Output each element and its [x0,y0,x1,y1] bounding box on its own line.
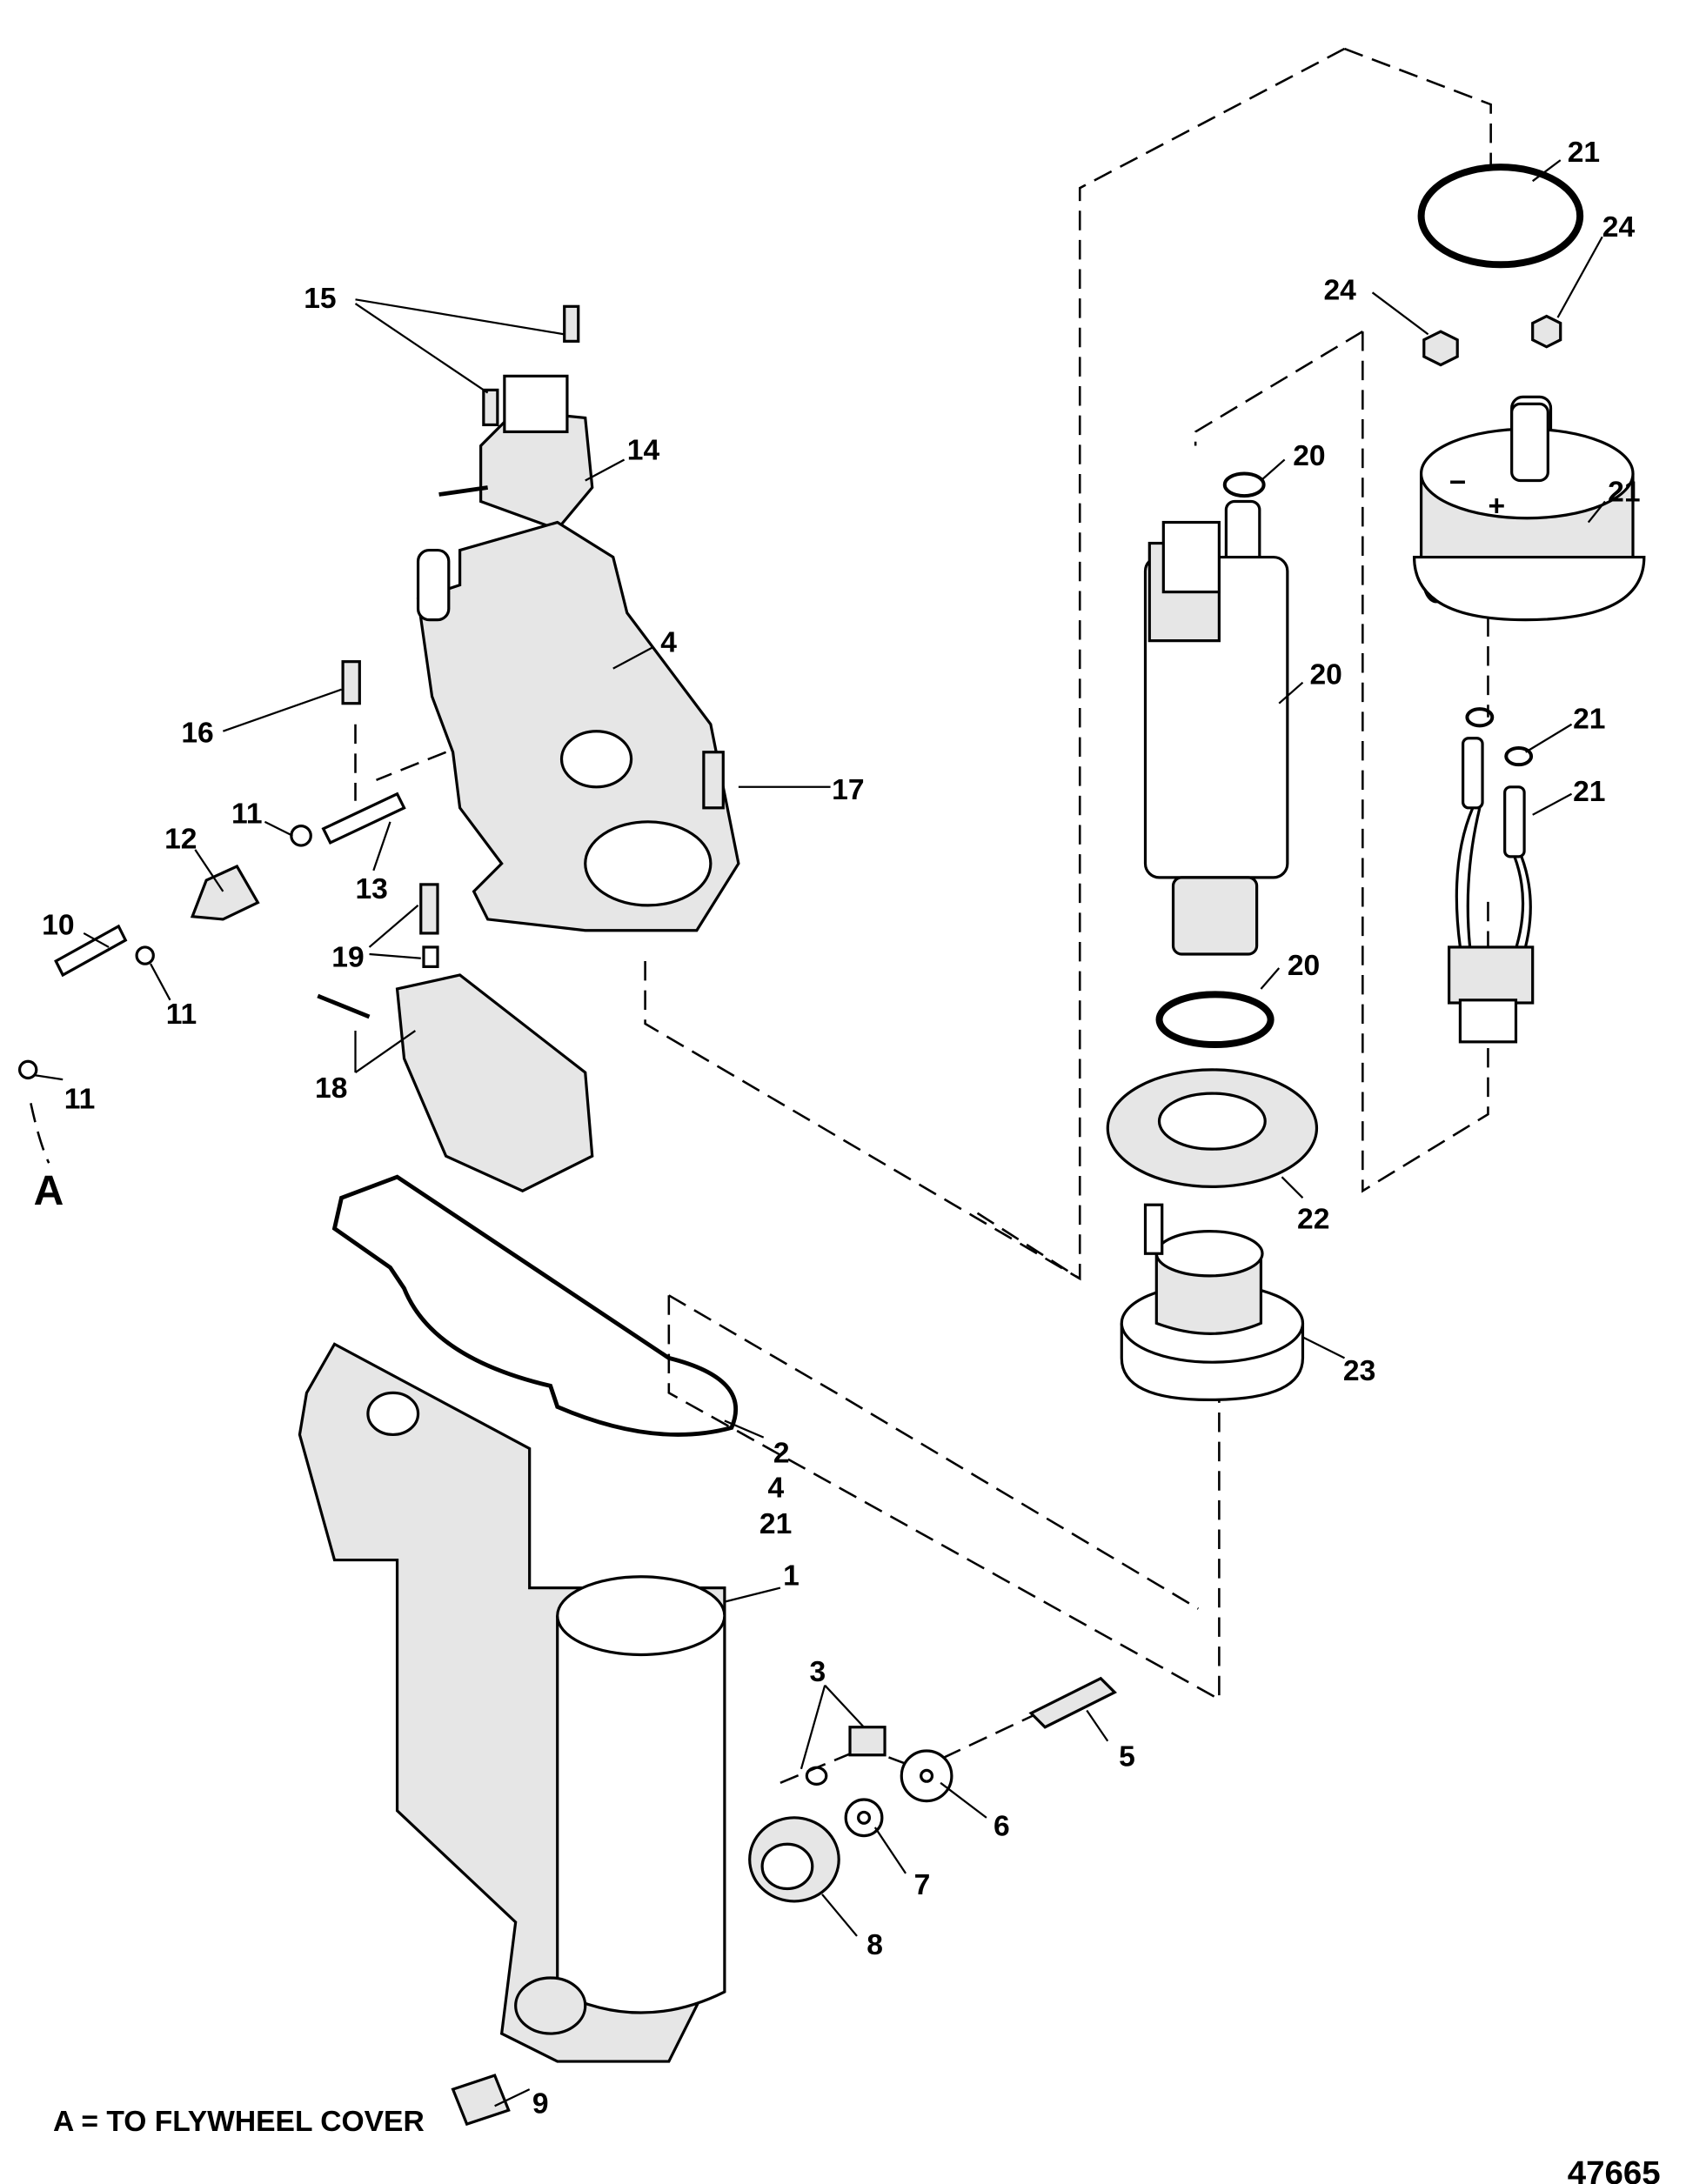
callout: 11 [166,998,197,1031]
callout: 6 [994,1811,1010,1843]
callout: 17 [832,774,864,806]
wiring-harness [1448,737,1535,1044]
screw [341,660,361,705]
callout: 7 [914,1869,931,1901]
callout: 20 [1309,658,1341,691]
callout: 23 [1343,1355,1375,1387]
footnote: A = TO FLYWHEEL COVER [53,2106,425,2138]
callout: 11 [64,1084,96,1116]
nut [1422,330,1459,367]
callout: 3 [810,1656,826,1688]
pump-sleeve [1120,1203,1305,1402]
callout: 4 [768,1473,785,1505]
callout: 2 [773,1437,790,1469]
gasket [331,1174,738,1437]
screw [702,751,725,810]
o-ring-small [1465,707,1495,728]
screw [482,388,499,427]
nut [1531,314,1562,349]
sensor-module [438,374,594,531]
callout: 12 [164,823,197,855]
o-ring-small [1504,745,1534,767]
callout: 21 [759,1508,792,1540]
callout: 19 [331,941,364,973]
mounting-hardware [451,1676,1117,2127]
callouts: 21 24 24 15 14 20 21 4 20 16 21 17 21 11… [34,137,1641,2121]
callout: 24 [1602,211,1636,244]
callout: 8 [866,1929,883,1961]
callout: 4 [660,626,677,658]
figure-number: 47665 [1568,2154,1661,2184]
callout: 21 [1608,477,1640,509]
leader-lines [35,159,1606,2107]
callout: 5 [1119,1741,1135,1773]
hoses-and-fittings [17,791,594,1192]
filter-housing [416,520,740,932]
callout: 16 [181,718,213,750]
callout-a: A [34,1168,64,1214]
callout: 13 [356,873,388,905]
fuel-filter-canister: − + [1412,395,1646,622]
callout: 9 [532,2087,549,2120]
callout: 21 [1568,137,1600,169]
callout: 15 [304,283,336,315]
callout: 22 [1297,1203,1329,1235]
callout: 20 [1288,950,1320,982]
callout: 10 [42,910,74,942]
callout: 11 [231,798,263,830]
callout: 1 [783,1560,800,1592]
o-ring-pump [1155,991,1275,1049]
callout: 18 [315,1072,347,1105]
callout: 24 [1323,274,1356,306]
base-bracket [298,1342,726,2063]
electric-fuel-pump [1143,471,1289,956]
callout: 21 [1573,776,1605,808]
plus-marking: + [1488,491,1505,523]
screw [563,304,580,343]
callout: 14 [627,434,660,466]
callout: 20 [1293,440,1325,472]
callout: 21 [1573,704,1605,736]
minus-marking: − [1449,466,1467,498]
pump-retainer [1106,1068,1319,1188]
o-ring-large [1417,164,1584,269]
